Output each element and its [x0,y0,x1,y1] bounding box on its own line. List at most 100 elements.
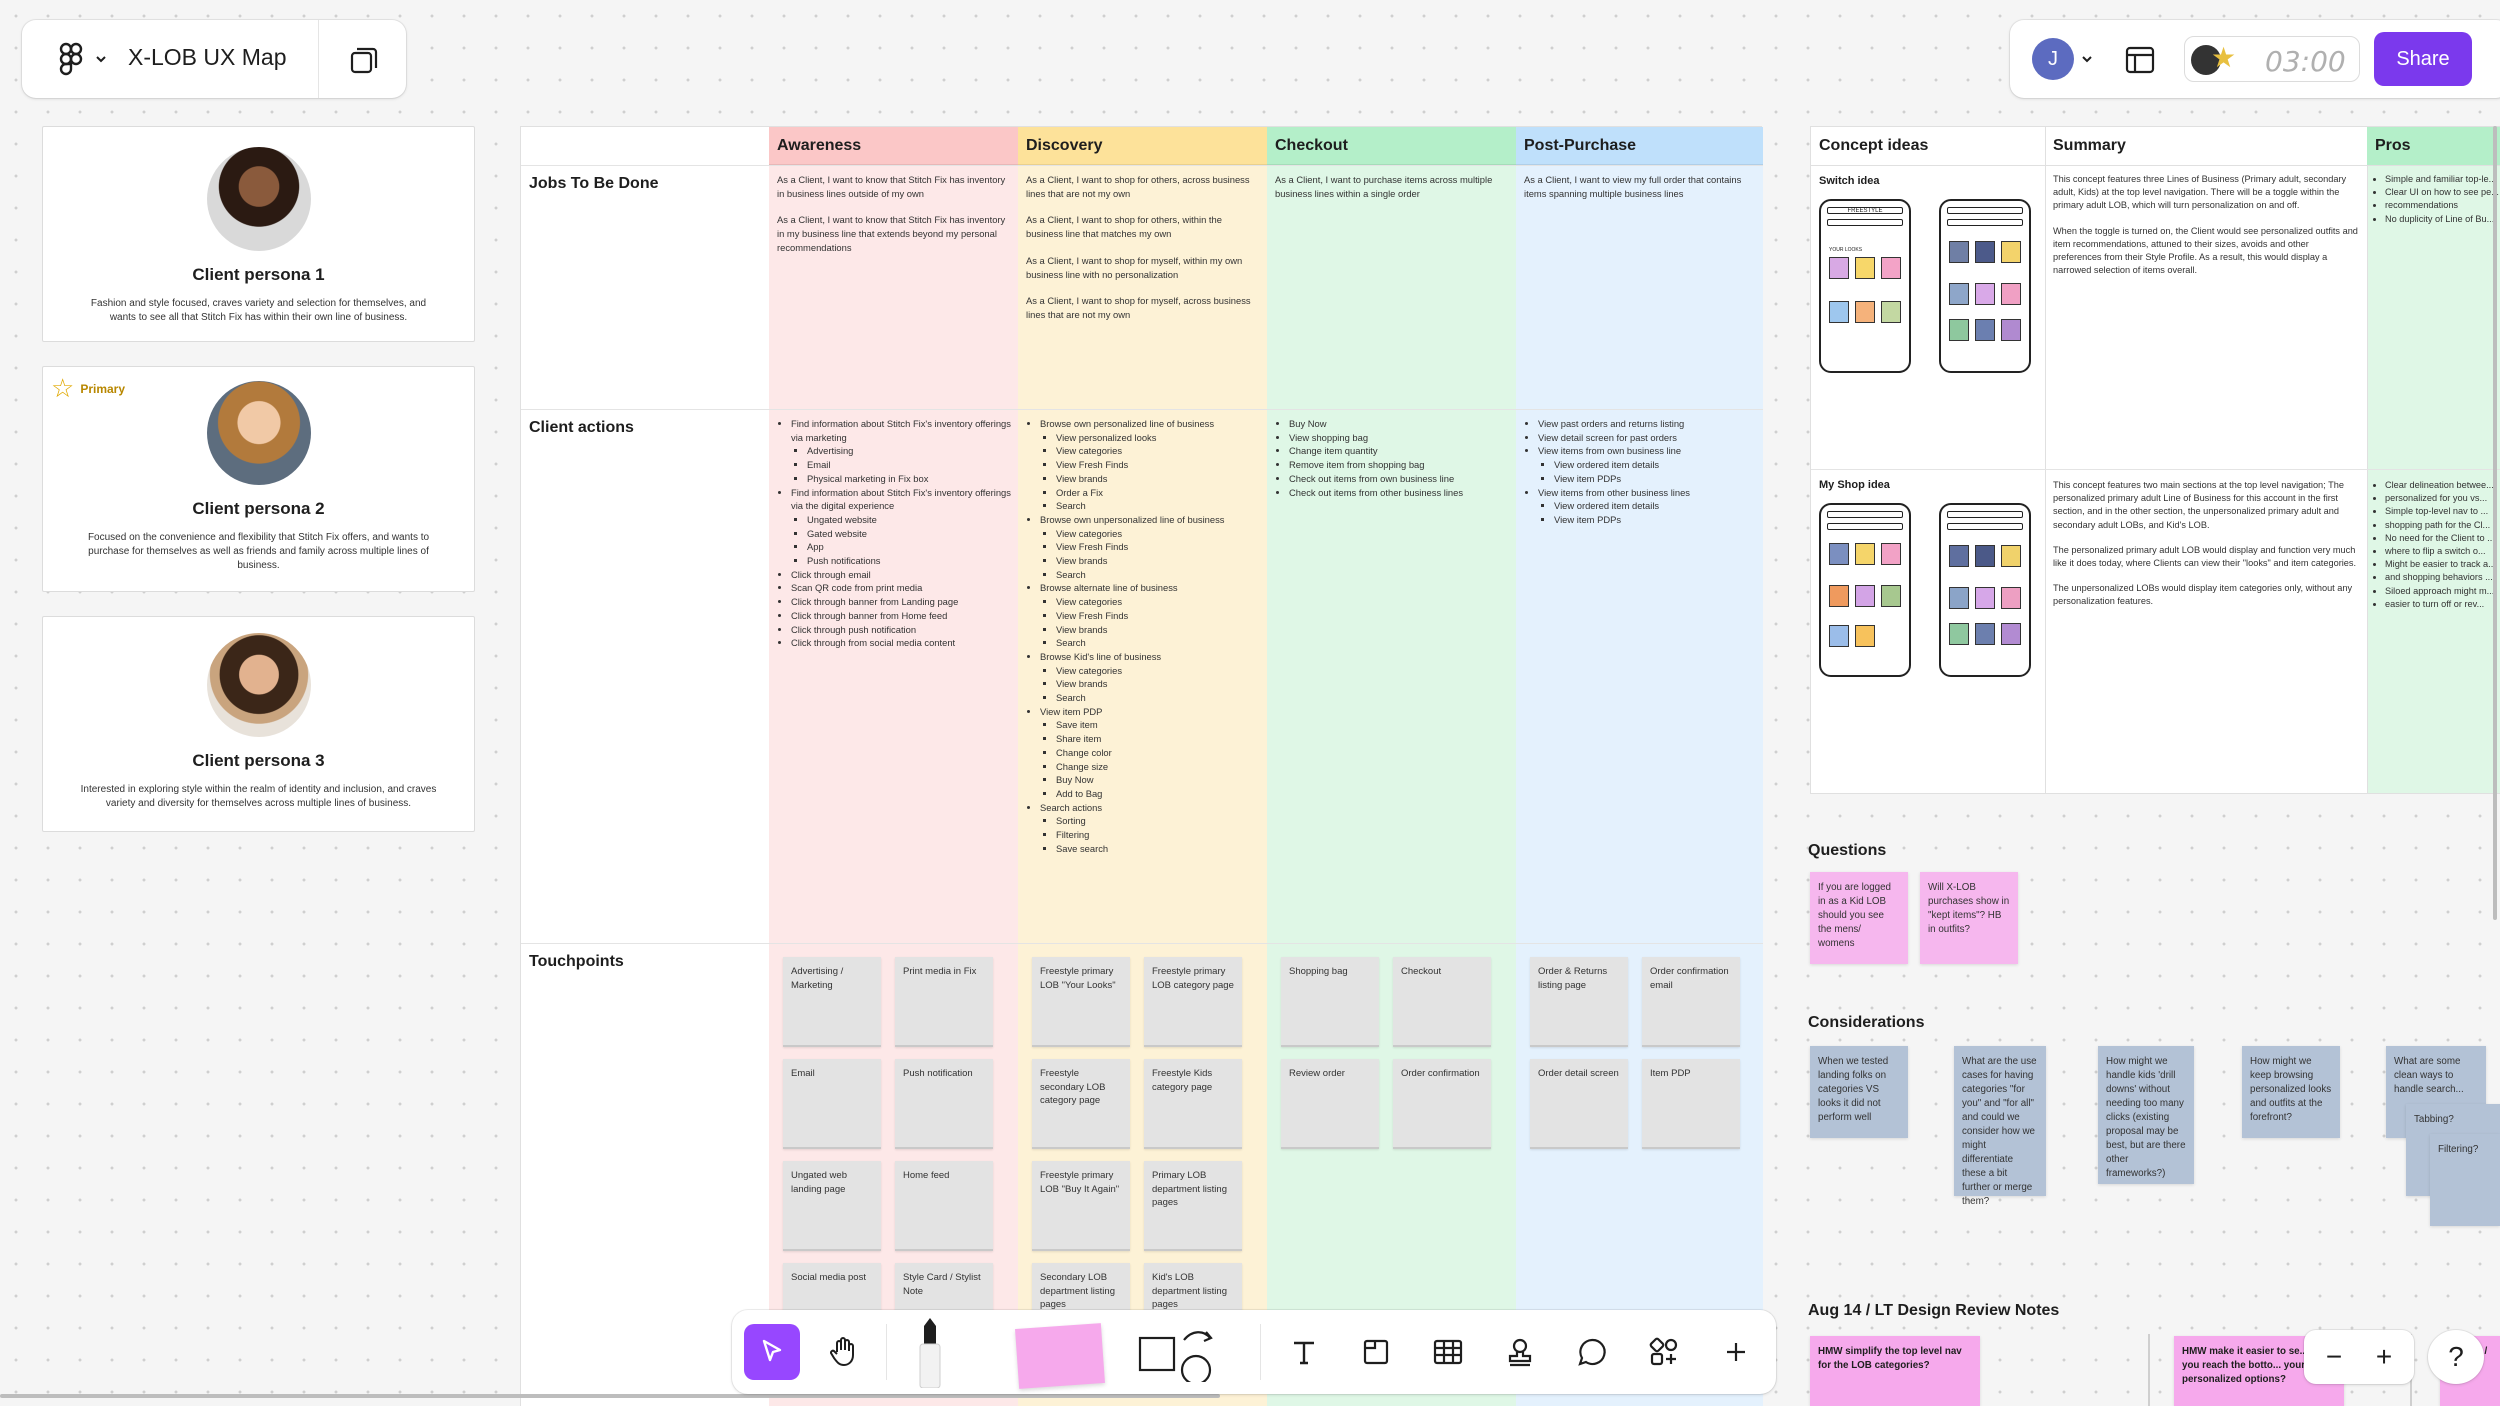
hand-tool-button[interactable] [816,1324,872,1380]
considerations-title: Considerations [1808,1014,1925,1031]
move-tool-button[interactable] [744,1324,800,1380]
action-item: Change item quantity [1289,444,1509,458]
file-title[interactable]: X-LOB UX Map [128,44,287,70]
touchpoint-card[interactable]: Review order [1281,1059,1379,1149]
comment-tool-button[interactable] [1564,1324,1620,1380]
pen-tool-button[interactable] [902,1314,958,1390]
sub-action-item: View Fresh Finds [1056,540,1260,554]
note-sticky[interactable]: HMW simplify the top level nav for the L… [1810,1336,1980,1406]
touchpoint-card[interactable]: Freestyle primary LOB "Your Looks" [1032,957,1130,1047]
chevron-down-icon[interactable] [2080,52,2094,66]
table-tool-button[interactable] [1420,1324,1476,1380]
sticky-note-tool-button[interactable] [1012,1322,1108,1390]
divider [318,20,319,98]
persona-card-2[interactable]: ☆ Primary Client persona 2 Focused on th… [42,366,475,592]
action-item: View items from other business linesView… [1538,486,1758,527]
consideration-sticky[interactable]: How might we keep browsing personalized … [2242,1046,2340,1138]
help-button[interactable]: ? [2428,1330,2484,1384]
touchpoint-card[interactable]: Order confirmation email [1642,957,1740,1047]
action-text: Scan QR code from print media [791,582,923,594]
action-item: Browse own unpersonalized line of busine… [1040,513,1260,582]
touchpoint-card[interactable]: Freestyle primary LOB "Buy It Again" [1032,1161,1130,1251]
main-menu-button[interactable] [40,38,126,80]
widgets-tool-button[interactable] [1636,1324,1692,1380]
pages-button[interactable] [342,38,386,82]
touchpoint-card[interactable]: Primary LOB department listing pages [1144,1161,1242,1251]
persona-desc: Focused on the convenience and flexibili… [87,532,430,571]
touchpoint-card[interactable]: Home feed [895,1161,993,1251]
job-statement: As a Client, I want to view my full orde… [1524,174,1742,199]
pros-item: Siloed approach might m... [2385,585,2500,598]
question-sticky[interactable]: Will X-LOB purchases show in "kept items… [1920,872,2018,964]
text-tool-button[interactable] [1276,1324,1332,1380]
sub-action-item: View brands [1056,554,1260,568]
touchpoint-card[interactable]: Item PDP [1642,1059,1740,1149]
sub-action-item: Advertising [807,444,1011,458]
idea-label: My Shop idea [1819,479,1890,491]
sub-action-list: View personalized looksView categoriesVi… [1056,431,1260,513]
phone-sketch [1939,199,2031,373]
sketch-tile [2001,319,2021,341]
marker-icon [919,1318,941,1388]
shape-tool-button[interactable] [1134,1324,1224,1382]
user-avatar[interactable]: J [2032,38,2074,80]
zoom-out-button[interactable]: − [2309,1332,2359,1382]
sketch-tile [2001,587,2021,609]
sketch-header [1947,207,2023,214]
row-divider [521,409,1763,410]
consideration-sticky[interactable]: What are the use cases for having catego… [1954,1046,2046,1207]
touchpoint-card[interactable]: Ungated web landing page [783,1161,881,1251]
stamp-tool-button[interactable] [1492,1324,1548,1380]
touchpoint-card[interactable]: Order detail screen [1530,1059,1628,1149]
sketch-tile [1949,545,1969,567]
share-button[interactable]: Share [2374,32,2472,86]
vertical-scrollbar[interactable] [2493,126,2497,920]
more-tools-button[interactable] [1708,1324,1764,1380]
job-statement: As a Client, I want to shop for myself, … [1026,295,1251,320]
action-item: Click through push notification [791,623,1011,637]
touchpoint-card[interactable]: Print media in Fix [895,957,993,1047]
touchpoint-card[interactable]: Order & Returns listing page [1530,957,1628,1047]
touchpoint-card[interactable]: Freestyle Kids category page [1144,1059,1242,1149]
action-item: View item PDPSave itemShare itemChange c… [1040,705,1260,801]
persona-card-1[interactable]: Client persona 1 Fashion and style focus… [42,126,475,342]
consideration-sub-sticky[interactable]: Filtering? [2430,1134,2500,1226]
touchpoint-card[interactable]: Shopping bag [1281,957,1379,1047]
share-label: Share [2396,47,2450,70]
jobs-discovery: As a Client, I want to shop for others, … [1026,173,1260,335]
touchpoint-card[interactable]: Freestyle primary LOB category page [1144,957,1242,1047]
jobs-awareness: As a Client, I want to know that Stitch … [777,173,1011,268]
touchpoint-card[interactable]: Push notification [895,1059,993,1149]
layout-button[interactable] [2118,38,2162,82]
sub-action-item: Physical marketing in Fix box [807,472,1011,486]
consideration-sticky[interactable]: How might we handle kids 'drill downs' w… [2098,1046,2194,1184]
horizontal-scrollbar[interactable] [0,1394,1220,1398]
sketch-tile [1975,545,1995,567]
column-header: Awareness [769,127,1018,165]
touchpoint-card[interactable]: Advertising / Marketing [783,957,881,1047]
questions-title: Questions [1808,842,1887,859]
action-list: View past orders and returns listingView… [1538,417,1758,527]
question-sticky[interactable]: If you are logged in as a Kid LOB should… [1810,872,1908,964]
summary-paragraph: The unpersonalized LOBs would display it… [2053,583,2353,607]
touchpoint-card[interactable]: Email [783,1059,881,1149]
persona-card-3[interactable]: Client persona 3 Interested in exploring… [42,616,475,832]
action-text: Check out items from other business line… [1289,486,1464,498]
sub-action-item: Save search [1056,842,1260,856]
touchpoint-card[interactable]: Checkout [1393,957,1491,1047]
touchpoint-card[interactable]: Order confirmation [1393,1059,1491,1149]
timer-widget[interactable]: ★ 03:00 [2184,36,2360,82]
action-text: Search actions [1040,801,1103,813]
consideration-sticky[interactable]: When we tested landing folks on categori… [1810,1046,1908,1138]
touchpoint-card[interactable]: Freestyle secondary LOB category page [1032,1059,1130,1149]
section-tool-button[interactable] [1348,1324,1404,1380]
column-header: Discovery [1018,127,1267,165]
sketch-tile [1949,587,1969,609]
persona-name: Client persona 2 [192,499,325,518]
action-list: Buy NowView shopping bagChange item quan… [1289,417,1509,499]
sub-action-list: SortingFilteringSave search [1056,814,1260,855]
actions-postpurchase: View past orders and returns listingView… [1524,417,1758,527]
switch-pros: Simple and familiar top-le...Clear UI on… [2373,173,2500,226]
zoom-in-button[interactable]: + [2359,1332,2409,1382]
row-label-touchpoints: Touchpoints [529,953,624,970]
